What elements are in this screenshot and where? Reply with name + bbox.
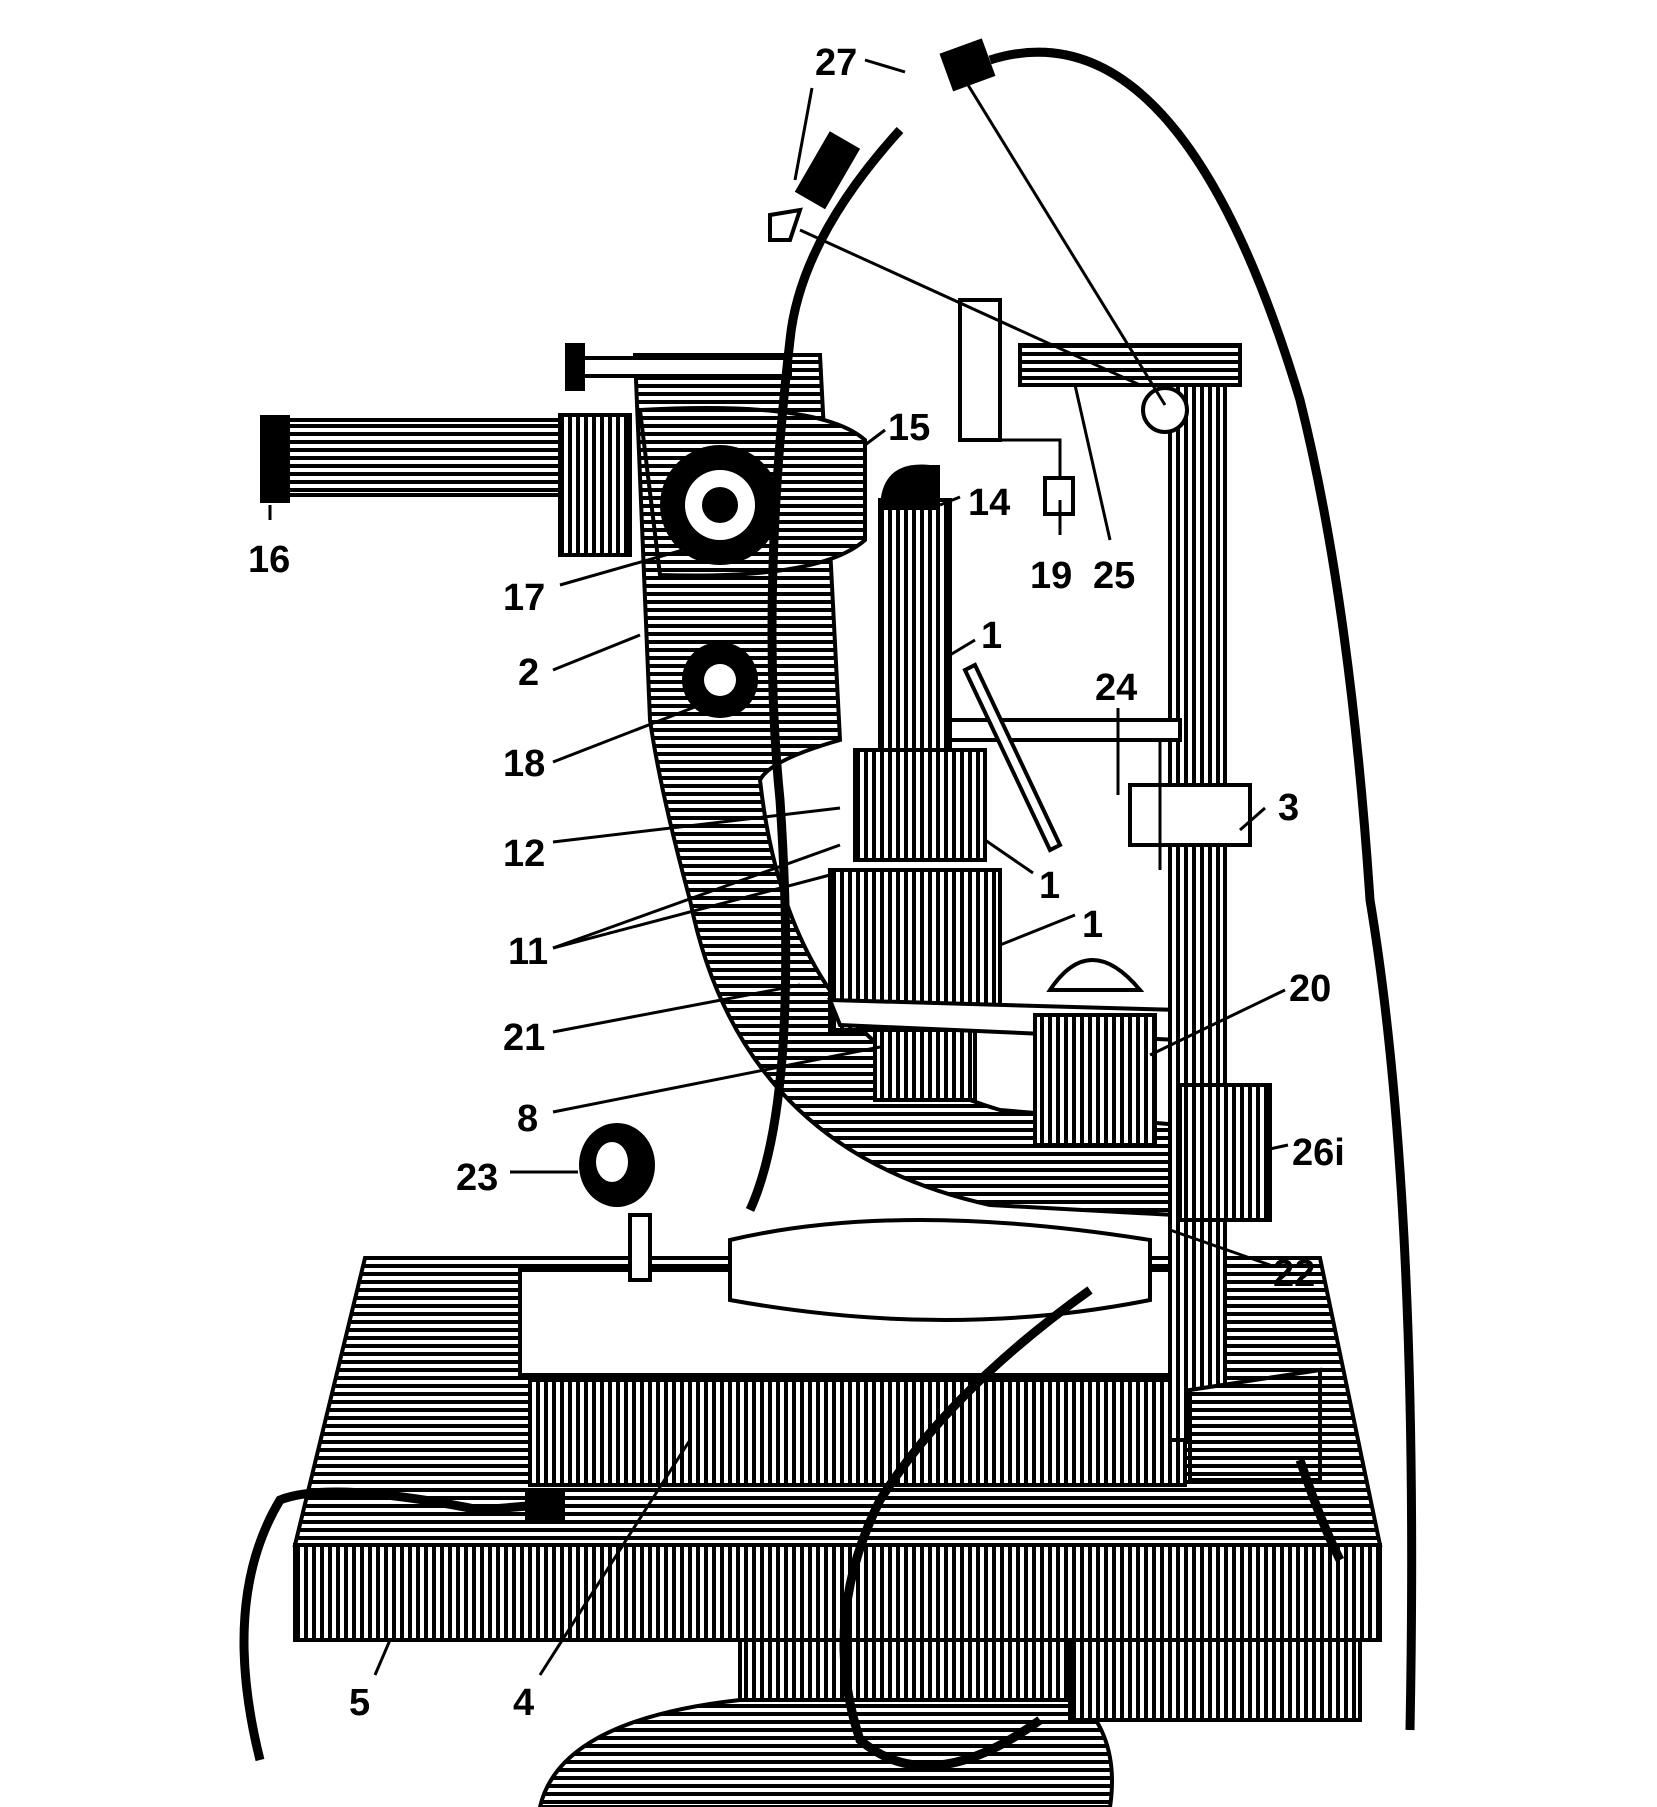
label-20: 20 xyxy=(1289,968,1331,1010)
label-1-a: 1 xyxy=(981,615,1002,657)
label-21: 21 xyxy=(503,1017,545,1059)
label-2: 2 xyxy=(518,652,539,694)
label-26i: 26i xyxy=(1292,1132,1345,1174)
label-17: 17 xyxy=(503,577,545,619)
label-16: 16 xyxy=(248,539,290,581)
label-5: 5 xyxy=(349,1682,370,1724)
label-24: 24 xyxy=(1095,667,1137,709)
label-15: 15 xyxy=(888,407,930,449)
callout-labels: 27 16 15 14 17 19 25 1 2 24 18 3 12 1 11… xyxy=(248,42,1345,1724)
head-rest xyxy=(948,298,1182,870)
label-25: 25 xyxy=(1093,555,1135,597)
label-12: 12 xyxy=(503,833,545,875)
joystick xyxy=(579,1123,655,1282)
column xyxy=(1018,343,1322,1482)
label-11: 11 xyxy=(508,931,548,973)
illuminator xyxy=(827,464,1182,1147)
label-18: 18 xyxy=(503,743,545,785)
label-1-c: 1 xyxy=(1082,904,1103,946)
fixation-light xyxy=(768,38,1167,406)
label-1-b: 1 xyxy=(1039,865,1060,907)
label-14: 14 xyxy=(968,482,1010,524)
label-4: 4 xyxy=(513,1682,534,1724)
label-22: 22 xyxy=(1273,1253,1315,1295)
label-27: 27 xyxy=(815,42,857,84)
label-23: 23 xyxy=(456,1157,498,1199)
label-8: 8 xyxy=(517,1098,538,1140)
leader-lines xyxy=(268,58,1289,1676)
eyepiece-tube xyxy=(260,343,867,718)
label-3: 3 xyxy=(1278,787,1299,829)
label-19: 19 xyxy=(1030,555,1072,597)
